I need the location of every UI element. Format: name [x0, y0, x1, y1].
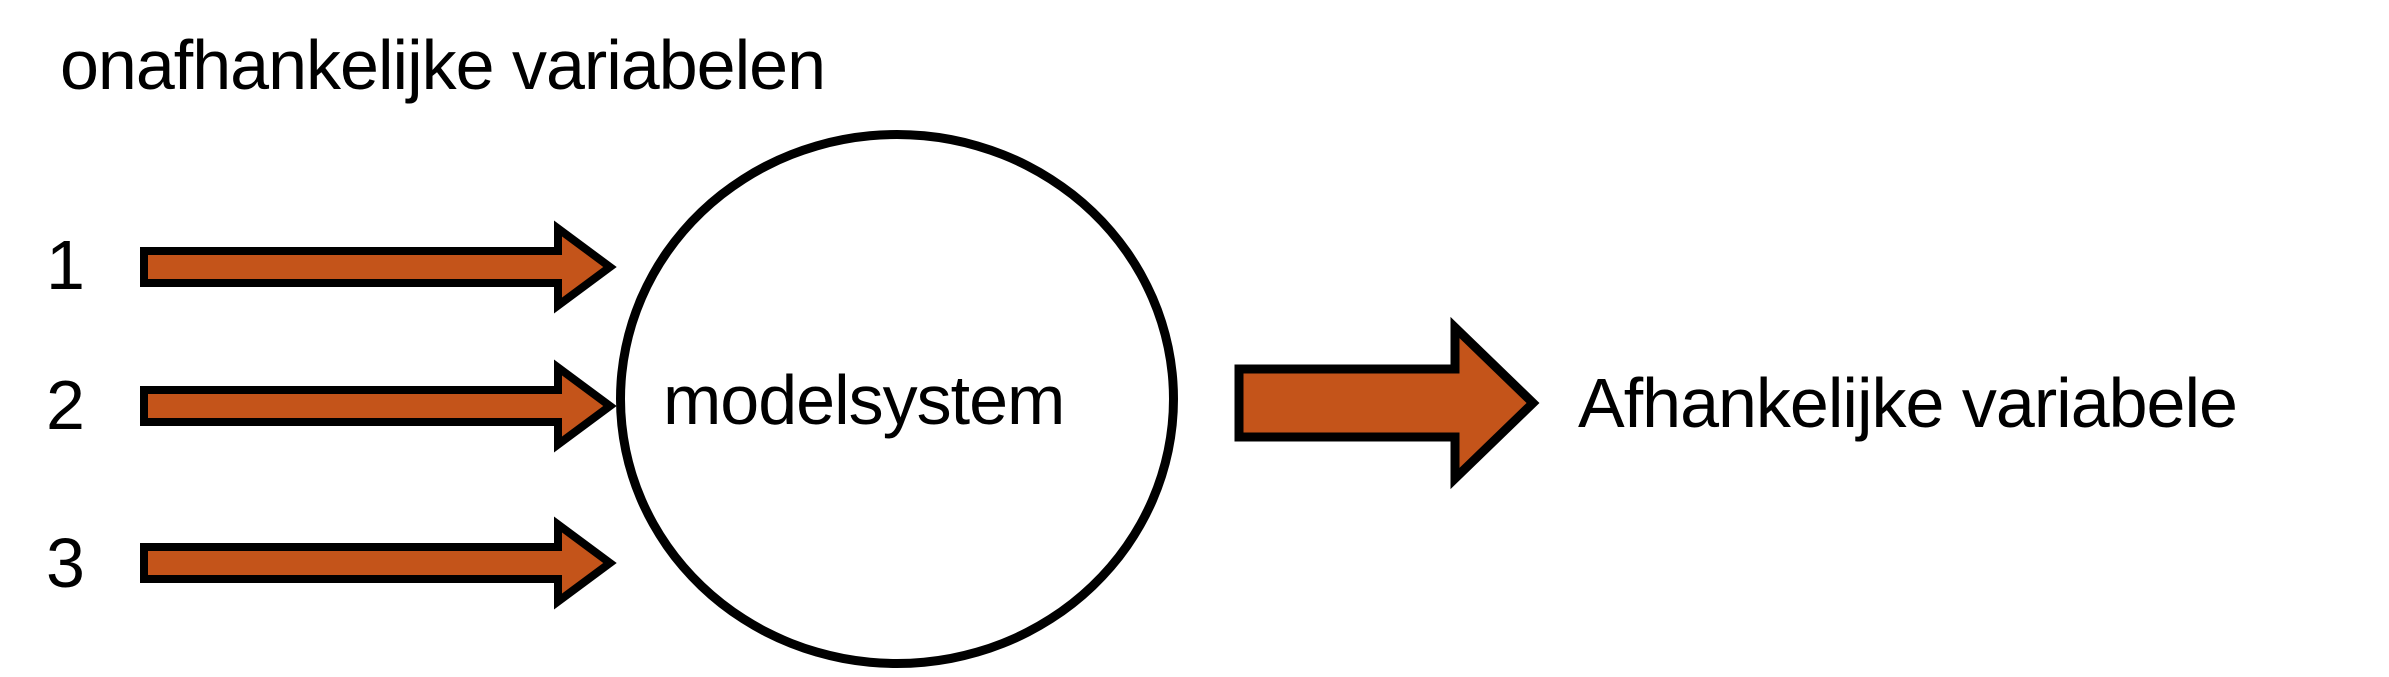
input-arrow-2-shape: [140, 359, 617, 453]
modelsystem-node: [616, 130, 1178, 668]
input-arrow-3-icon: [140, 516, 617, 610]
input-arrow-2-icon: [140, 359, 617, 453]
input-variable-label-2: 2: [46, 366, 85, 444]
input-variable-label-1: 1: [46, 226, 85, 304]
dependent-variable-label: Afhankelijke variabele: [1578, 364, 2238, 442]
independent-variables-title: onafhankelijke variabelen: [60, 26, 826, 104]
output-arrow-shape: [1234, 316, 1540, 490]
input-arrow-1-icon: [140, 220, 617, 314]
output-arrow-icon: [1234, 316, 1540, 490]
modelsystem-label: modelsystem: [663, 361, 1065, 439]
input-arrow-3-shape: [140, 516, 617, 610]
input-arrow-1-shape: [140, 220, 617, 314]
input-variable-label-3: 3: [46, 524, 85, 602]
